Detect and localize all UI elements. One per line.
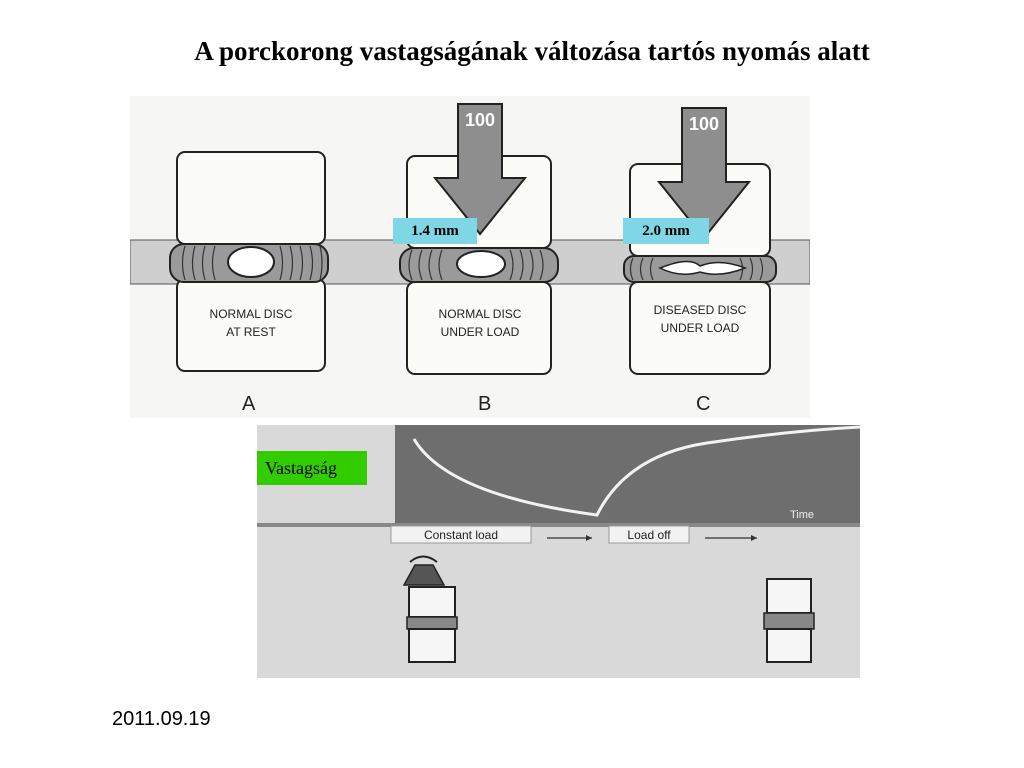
- disc-a-diagram: NORMAL DISC AT REST A: [170, 152, 328, 415]
- disc-b-thickness-label: 1.4 mm: [393, 218, 477, 244]
- time-axis-label: Time: [790, 509, 814, 521]
- disc-b-diagram: 100 NORMAL DISC UNDER LOAD B: [400, 104, 558, 415]
- disc-a-caption-line1: NORMAL DISC: [210, 307, 293, 321]
- load-value-c: 100: [689, 114, 719, 134]
- constant-load-label: Constant load: [424, 528, 498, 542]
- disc-c-letter: C: [696, 393, 710, 415]
- disc-c-diagram: 100 DISEASED DISC UNDER LOAD C: [624, 108, 776, 415]
- load-off-label: Load off: [627, 528, 671, 542]
- load-value-b: 100: [465, 110, 495, 130]
- slide-date: 2011.09.19: [112, 708, 211, 731]
- disc-a-letter: A: [242, 393, 256, 415]
- slide-title: A porckorong vastagságának változása tar…: [0, 36, 1024, 67]
- disc-comparison-figure: NORMAL DISC AT REST A 100 NORMAL DISC UN…: [130, 96, 810, 418]
- loaded-spine-segment: [404, 557, 457, 663]
- disc-b-caption-line2: UNDER LOAD: [441, 325, 520, 339]
- disc-b-letter: B: [478, 393, 491, 415]
- thickness-curve: [414, 427, 860, 515]
- disc-b-caption-line1: NORMAL DISC: [439, 307, 522, 321]
- unloaded-spine-segment: [764, 579, 814, 662]
- disc-c-caption-line1: DISEASED DISC: [654, 303, 747, 317]
- disc-c-thickness-label: 2.0 mm: [623, 218, 709, 244]
- disc-c-caption-line2: UNDER LOAD: [661, 321, 740, 335]
- disc-a-caption-line2: AT REST: [226, 325, 276, 339]
- thickness-axis-label: Vastagság: [257, 451, 367, 485]
